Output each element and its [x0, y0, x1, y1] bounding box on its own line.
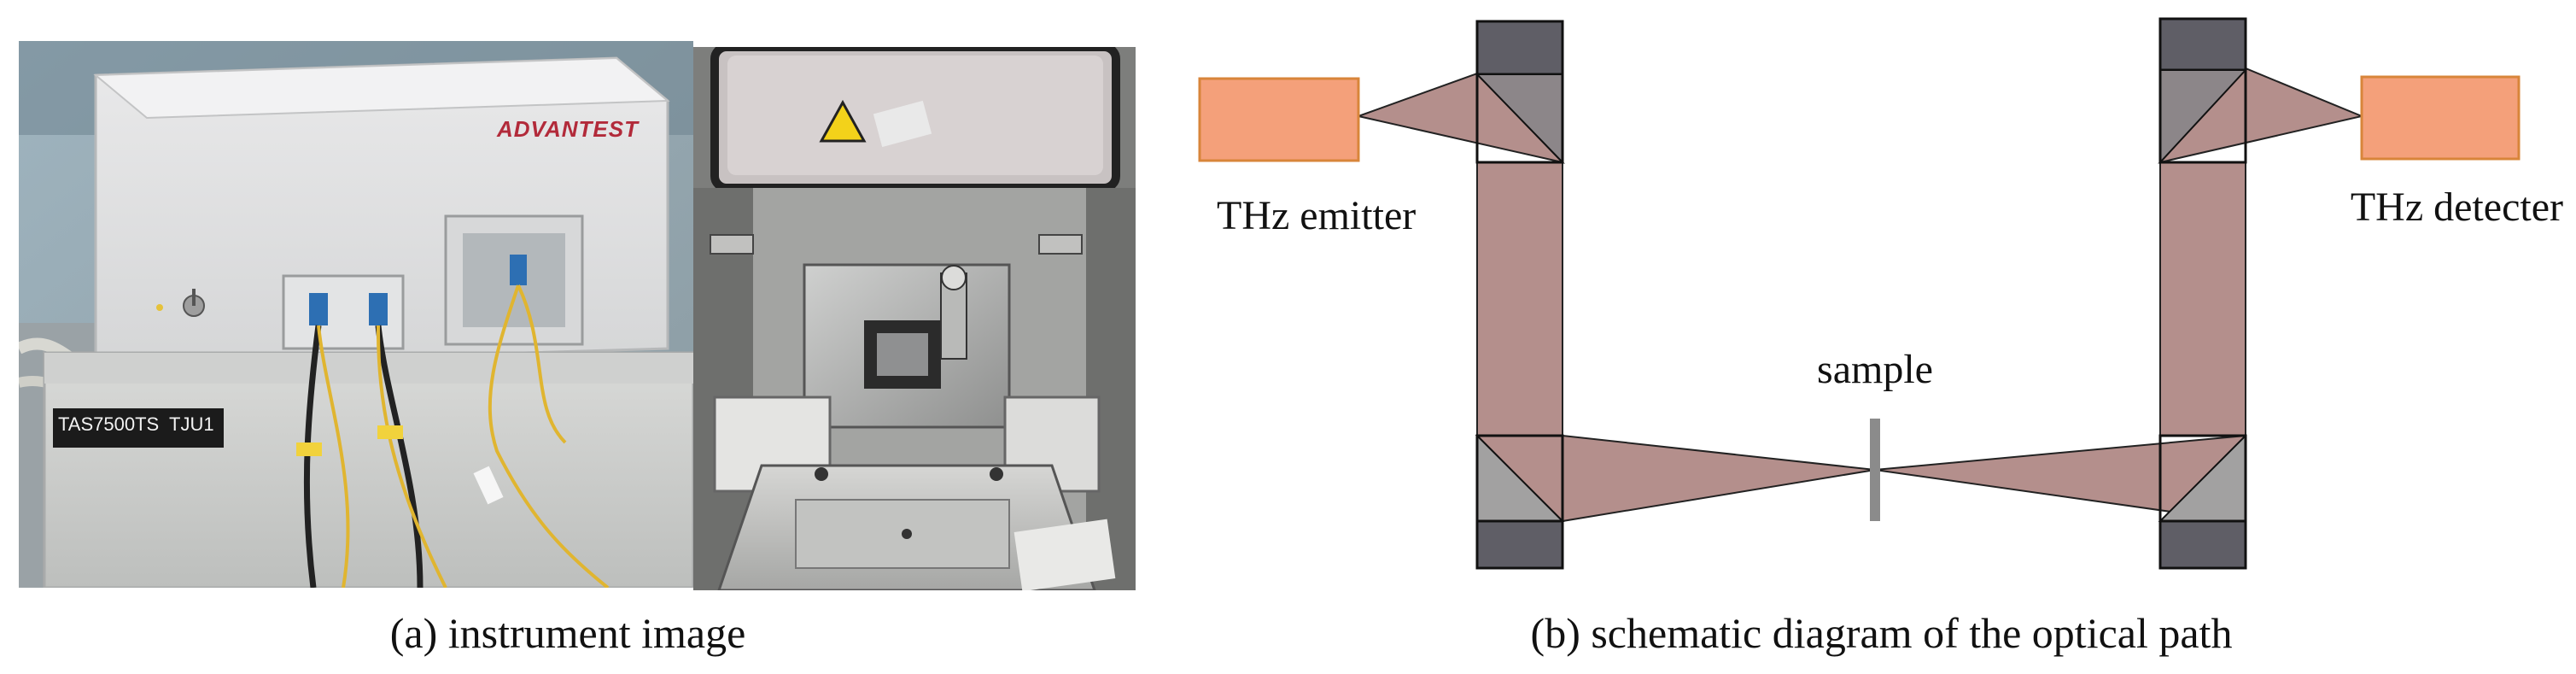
thz-detector-label: THz detecter [2351, 185, 2563, 230]
mirror-left-top-base [1475, 20, 1564, 76]
mirror-right-bottom-base [2158, 519, 2247, 570]
sample-bar [1870, 419, 1880, 521]
mirror-left-top-frame [1475, 20, 1564, 164]
thz-emitter-label: THz emitter [1217, 193, 1416, 238]
instrument-exterior-photo: ADVANTEST TAS7500TS TJU1 [19, 41, 693, 588]
instrument-image-panel: ADVANTEST TAS7500TS TJU1 [0, 0, 1136, 674]
thz-emitter-box [1198, 77, 1360, 162]
beam-left-vertical [1476, 161, 1563, 437]
mirror-right-bottom-frame [2158, 434, 2247, 570]
mirror-right-top-frame [2158, 17, 2247, 164]
model-label: TAS7500TS TJU1 [58, 413, 214, 435]
caption-b: (b) schematic diagram of the optical pat… [1530, 609, 2233, 657]
thz-detector-box [2360, 75, 2521, 161]
instrument-exterior-illustration [19, 41, 693, 588]
beam-right-vertical [2159, 161, 2246, 437]
optical-path-diagram: THz emitter THz detecter sample [1198, 17, 2563, 570]
mirror-right-top-base [2158, 17, 2247, 72]
mirror-left-bottom-frame [1475, 434, 1564, 570]
brand-label: ADVANTEST [497, 116, 639, 142]
sample-chamber-photo [693, 47, 1136, 590]
sample-label: sample [1817, 347, 1933, 392]
sample-chamber-illustration [693, 47, 1136, 590]
caption-a: (a) instrument image [389, 609, 746, 657]
optical-path-panel: THz emitter THz detecter sample (b) sche… [1187, 0, 2576, 674]
mirror-left-bottom-base [1475, 519, 1564, 570]
